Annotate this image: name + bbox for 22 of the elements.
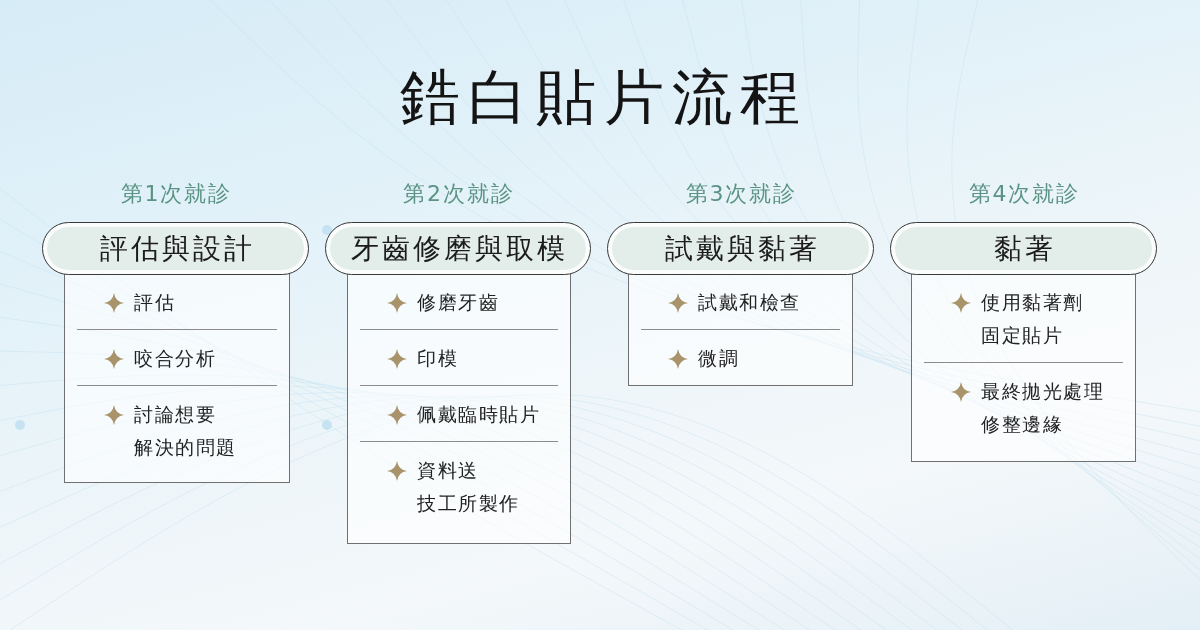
step-pill xyxy=(607,222,874,275)
task-list-panel xyxy=(628,274,853,386)
step-title: 試戴與黏著 xyxy=(663,231,820,266)
visit-label: 第1次就診 xyxy=(119,180,233,208)
list-item-text: 微調 xyxy=(698,346,739,371)
list-item-text: 佩戴臨時貼片 xyxy=(417,402,540,427)
list-item-text: 使用黏著劑固定貼片 xyxy=(981,290,1084,348)
step-pill xyxy=(890,222,1157,275)
visit-label: 第3次就診 xyxy=(684,180,798,208)
list-item-text: 修磨牙齒 xyxy=(417,290,499,315)
step-title: 牙齒修磨與取模 xyxy=(350,231,568,266)
task-list-panel xyxy=(347,274,571,544)
list-item-text: 試戴和檢查 xyxy=(698,290,801,315)
list-item-text: 印模 xyxy=(417,346,458,371)
step-pill xyxy=(325,222,591,275)
visit-label: 第4次就診 xyxy=(967,180,1081,208)
step-title: 黏著 xyxy=(993,231,1056,266)
visit-label: 第2次就診 xyxy=(402,180,515,208)
list-item-text: 資料送技工所製作 xyxy=(417,458,520,516)
task-list-panel xyxy=(911,274,1136,462)
list-item-text: 最終拋光處理修整邊緣 xyxy=(981,379,1104,437)
diagram-title: 鋯白貼片流程 xyxy=(399,61,808,134)
